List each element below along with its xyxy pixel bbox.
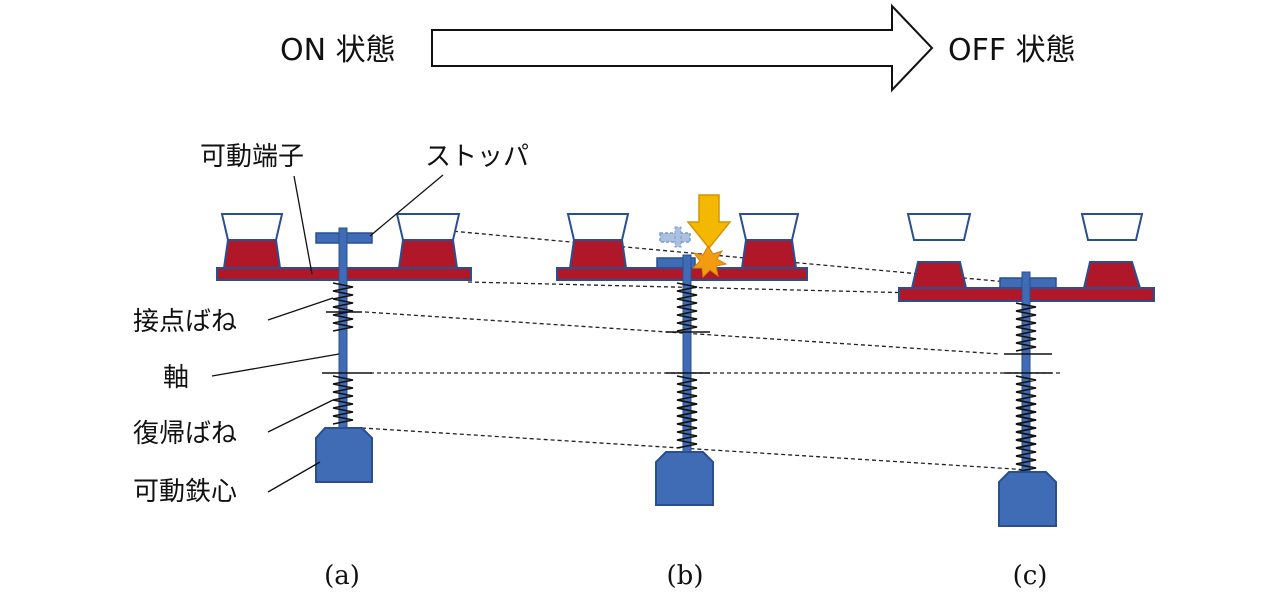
spark-icon: [691, 245, 728, 279]
label-stopper: ストッパ: [425, 142, 529, 172]
panel-a: [216, 213, 472, 483]
label-contact-spring: 接点ばね: [133, 307, 237, 337]
movable-terminal: [556, 267, 808, 281]
label-shaft: 軸: [163, 363, 189, 393]
impact-arrow-icon: [686, 194, 732, 250]
panel-label-a: (a): [324, 561, 360, 591]
label-movable-terminal: 可動端子: [200, 142, 304, 172]
state-off-label: OFF 状態: [948, 33, 1076, 68]
panel-label-b: (b): [667, 561, 704, 591]
state-on-label: ON 状態: [280, 33, 396, 68]
panel-label-c: (c): [1013, 561, 1048, 591]
panel-c: [898, 213, 1155, 527]
transition-arrow: [431, 3, 934, 93]
fixed-contact-left: [220, 213, 284, 241]
panel-b: [556, 194, 808, 506]
leader-lines: [211, 174, 444, 493]
movable-core: [315, 427, 373, 483]
fixed-contact-right: [395, 213, 461, 241]
movable-core: [655, 451, 714, 506]
label-movable-core: 可動鉄心: [133, 477, 237, 507]
movable-core: [998, 471, 1057, 527]
label-return-spring: 復帰ばね: [133, 419, 237, 449]
